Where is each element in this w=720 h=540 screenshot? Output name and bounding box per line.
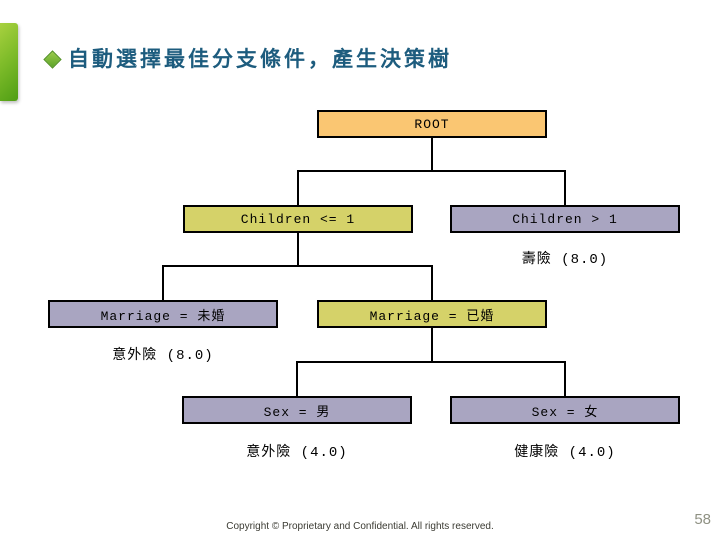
tree-leaf-life-insurance: 壽險 (8.0) bbox=[521, 252, 609, 268]
tree-node-root: ROOT bbox=[317, 110, 547, 138]
tree-node-label: Children <= 1 bbox=[240, 211, 356, 227]
connector-line bbox=[564, 170, 566, 205]
tree-node-children-gt-1: Children > 1 bbox=[450, 205, 680, 233]
connector-line bbox=[296, 361, 566, 363]
accent-bar bbox=[0, 23, 18, 101]
tree-node-label: Sex = 女 bbox=[531, 404, 599, 420]
connector-line bbox=[296, 361, 298, 396]
tree-node-children-le-1: Children <= 1 bbox=[183, 205, 413, 233]
tree-node-marriage-unmarried: Marriage = 未婚 bbox=[48, 300, 278, 328]
tree-leaf-accident-insurance-4: 意外險 (4.0) bbox=[246, 445, 348, 461]
page-title: 自動選擇最佳分支條件，產生決策樹 bbox=[68, 48, 452, 71]
tree-node-sex-male: Sex = 男 bbox=[182, 396, 412, 424]
tree-node-label: Sex = 男 bbox=[263, 404, 331, 420]
connector-line bbox=[162, 265, 433, 267]
connector-line bbox=[297, 170, 566, 172]
tree-node-label: Marriage = 未婚 bbox=[100, 308, 226, 324]
connector-line bbox=[431, 328, 433, 363]
connector-line bbox=[162, 265, 164, 300]
tree-leaf-health-insurance: 健康險 (4.0) bbox=[514, 445, 616, 461]
footer-copyright: Copyright © Proprietary and Confidential… bbox=[226, 521, 494, 532]
tree-leaf-accident-insurance-8: 意外險 (8.0) bbox=[112, 348, 214, 364]
tree-node-marriage-married: Marriage = 已婚 bbox=[317, 300, 547, 328]
connector-line bbox=[564, 361, 566, 396]
diamond-icon bbox=[43, 50, 62, 69]
tree-node-label: Children > 1 bbox=[512, 211, 618, 227]
tree-node-label: Marriage = 已婚 bbox=[369, 308, 495, 324]
connector-line bbox=[297, 233, 299, 267]
tree-node-sex-female: Sex = 女 bbox=[450, 396, 680, 424]
tree-node-label: ROOT bbox=[414, 116, 450, 132]
connector-line bbox=[431, 265, 433, 300]
page-number: 58 bbox=[694, 511, 711, 528]
connector-line bbox=[297, 170, 299, 205]
connector-line bbox=[431, 138, 433, 172]
